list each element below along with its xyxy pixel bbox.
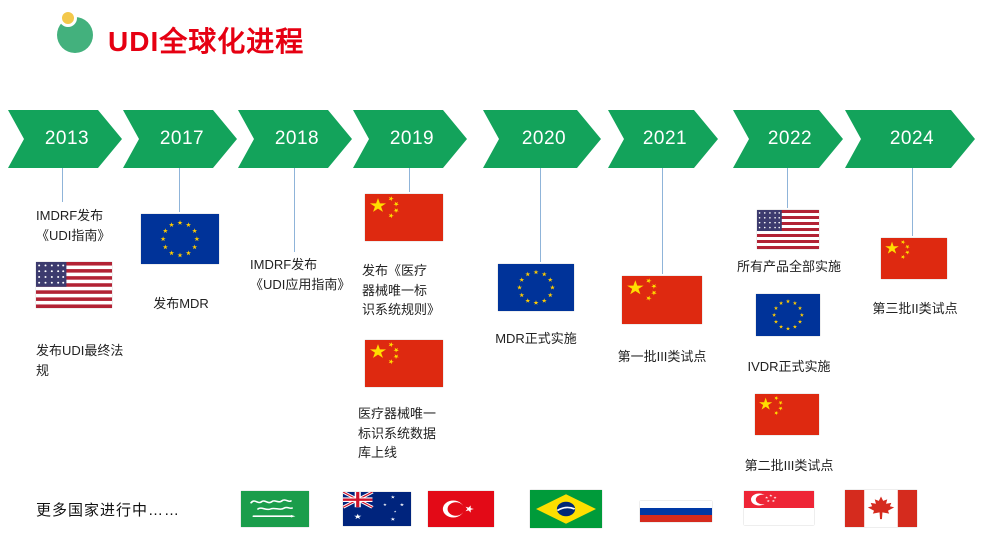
china-flag-icon: [622, 276, 702, 324]
connector-2020: [540, 168, 541, 262]
year-label: 2013: [44, 128, 90, 149]
year-arrow-2013: 2013: [8, 110, 122, 168]
connector-2017: [179, 168, 180, 212]
event-text-2022-second-batch: 第二批III类试点: [744, 458, 834, 473]
year-label: 2018: [274, 128, 320, 149]
turkey-flag-icon: [428, 491, 494, 527]
connector-2019: [409, 168, 410, 192]
year-arrow-2020: 2020: [483, 110, 601, 168]
china-flag-icon: [755, 394, 819, 435]
event-text-2024-third-batch: 第三批II类试点: [872, 301, 958, 316]
year-label: 2019: [389, 128, 435, 149]
year-arrow-2021: 2021: [608, 110, 718, 168]
russia-flag-icon: [640, 501, 712, 522]
singapore-flag-icon: [744, 491, 814, 525]
connector-2024: [912, 168, 913, 236]
china-flag-icon: [365, 340, 443, 387]
china-flag-icon: [881, 238, 947, 279]
event-text-2018-imdrf-application-guide: IMDRF发布 《UDI应用指南》: [250, 257, 351, 292]
canada-flag-icon: [845, 490, 917, 527]
event-text-2022-all-products: 所有产品全部实施: [736, 259, 841, 274]
saudi-arabia-flag-icon: [241, 491, 309, 527]
connector-2013: [62, 168, 63, 202]
year-label: 2017: [159, 128, 205, 149]
eu-flag-icon: [498, 264, 574, 311]
event-text-2017-mdr: 发布MDR: [153, 296, 209, 311]
year-arrow-2022: 2022: [733, 110, 843, 168]
year-arrow-2018: 2018: [238, 110, 352, 168]
year-arrow-2019: 2019: [353, 110, 467, 168]
us-flag-icon: [36, 262, 112, 308]
brand-logo-icon: [57, 9, 93, 53]
year-label: 2024: [889, 128, 935, 149]
event-text-2019-udi-rule: 发布《医疗 器械唯一标 识系统规则》: [362, 263, 441, 317]
connector-2022: [787, 168, 788, 208]
australia-flag-icon: [343, 492, 411, 526]
footer-more-countries-label: 更多国家进行中……: [36, 502, 181, 519]
year-arrow-2024: 2024: [845, 110, 975, 168]
brazil-flag-icon: [530, 490, 602, 528]
china-flag-icon: [365, 194, 443, 241]
page-title: UDI全球化进程: [108, 26, 305, 57]
year-label: 2021: [642, 128, 688, 149]
event-text-2022-ivdr: IVDR正式实施: [747, 359, 831, 374]
year-arrow-2017: 2017: [123, 110, 237, 168]
connector-2021: [662, 168, 663, 274]
event-text-2013-final-rule: 发布UDI最终法 规: [36, 343, 124, 378]
us-flag-icon: [757, 210, 819, 249]
year-label: 2020: [521, 128, 567, 149]
event-text-2021-first-batch: 第一批III类试点: [617, 349, 707, 364]
eu-flag-icon: [141, 214, 219, 264]
connector-2018: [294, 168, 295, 252]
event-text-2020-mdr-implemented: MDR正式实施: [495, 331, 577, 346]
event-text-2019-database-online: 医疗器械唯一 标识系统数据 库上线: [358, 406, 437, 460]
year-label: 2022: [767, 128, 813, 149]
eu-flag-icon: [756, 294, 820, 336]
event-text-2013-imdrf-guide: IMDRF发布 《UDI指南》: [36, 208, 111, 243]
